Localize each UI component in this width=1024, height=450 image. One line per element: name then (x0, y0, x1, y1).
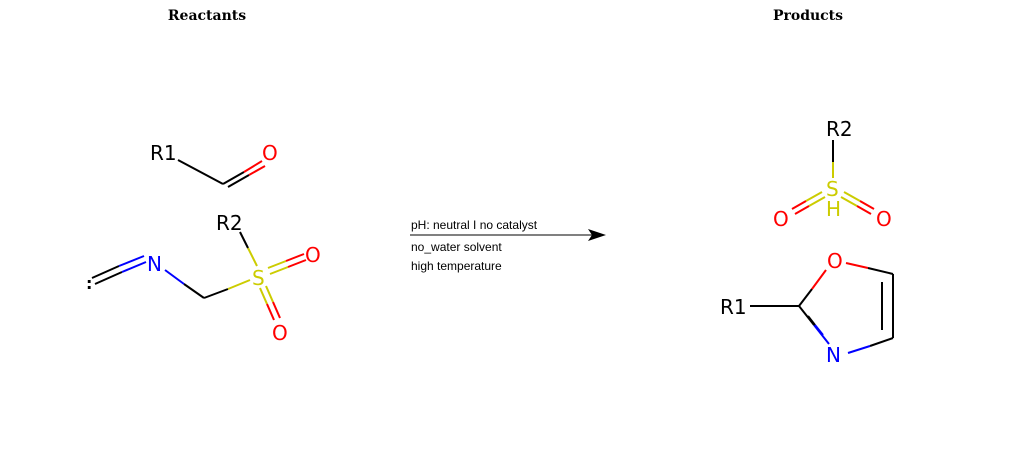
bond-s-o-right2-rb (856, 205, 872, 215)
bond-r1-c (177, 159, 224, 185)
bond-s-r2 (239, 231, 249, 249)
bond-s-o-right2-ya (843, 191, 861, 202)
atom-sulfur: S (252, 266, 265, 290)
product-oxazole: R1 O N (720, 249, 894, 367)
atom-oxygen-right: O (305, 243, 321, 267)
atom-r2: R2 (216, 211, 243, 235)
reaction-arrow-group: pH: neutral I no catalyst no_water solve… (410, 218, 606, 273)
bond-s-o-bottom-ya (259, 287, 268, 305)
atom-sulfur-product: S (826, 177, 839, 201)
bond-c-n-a (94, 271, 123, 285)
atom-oxygen-right-product: O (876, 207, 892, 231)
bond-n-ch2 (183, 283, 205, 299)
bond-n3-c2-inner-black (807, 315, 816, 326)
bond-s-o-left-rb (794, 205, 810, 215)
atom-nitrogen-ring: N (826, 343, 841, 367)
bond-s-o-right-ra (285, 253, 305, 262)
bond-c-o-red-a (243, 160, 263, 173)
reactant-aldehyde: R1 O (150, 141, 278, 188)
bond-c-n-blue-a (121, 261, 147, 273)
bond-s-o-right2-ra (859, 200, 875, 210)
bond-c2-o1-red (811, 269, 827, 290)
bond-s-r2-yellow (247, 247, 258, 267)
reactants-heading: Reactants (167, 8, 247, 24)
bond-ch2-s-yellow (227, 279, 251, 290)
condition-temperature: high temperature (411, 259, 502, 273)
product-sulfinic: R2 S H O O (773, 117, 892, 231)
atom-oxygen: O (262, 141, 278, 165)
bond-s-o-bottom-rb (272, 301, 281, 319)
condition-solvent: no_water solvent (411, 240, 502, 254)
atom-oxygen-ring: O (827, 249, 843, 273)
bond-c2-o1-black (798, 288, 813, 307)
bond-c-n-blue-b (118, 255, 145, 267)
bond-s-o-right-rb (287, 259, 307, 268)
reaction-arrow-head (588, 229, 606, 241)
bond-s-o-right-yb (269, 266, 289, 275)
bond-s-o-right-ya (267, 260, 287, 269)
bond-n-ch2-blue (164, 269, 185, 285)
bond-c-o-a (222, 171, 245, 185)
bond-s-o-left-yb (808, 196, 826, 207)
bond-o1-c5-black (867, 267, 894, 275)
atom-r1: R1 (150, 141, 177, 165)
bond-c-n-b (91, 265, 120, 279)
atom-r2-product: R2 (826, 117, 853, 141)
products-heading: Products (772, 8, 844, 24)
bond-n3-c2-inner-blue (814, 324, 824, 336)
atom-r1-product: R1 (720, 295, 747, 319)
bond-s-o-bottom-ra (266, 303, 275, 321)
atom-nitrogen: N (147, 252, 162, 276)
bond-s-o-left-ya (805, 191, 823, 202)
atom-oxygen-left-product: O (773, 207, 789, 231)
atom-oxygen-bottom: O (272, 321, 288, 345)
bond-s-o-left-ra (791, 200, 807, 210)
atom-radical: : (86, 274, 92, 293)
atom-hydrogen: H (826, 197, 841, 221)
condition-ph-catalyst: pH: neutral I no catalyst (411, 218, 538, 232)
bond-s-o-bottom-yb (265, 285, 274, 303)
bond-c-o-b (227, 174, 250, 188)
bond-c4-n3-blue (847, 345, 871, 354)
bond-o1-c5-red (845, 262, 869, 269)
reactant-isocyanide-sulfone: : N S R2 O O (86, 211, 321, 345)
bond-c-o-red-b (248, 165, 266, 176)
bond-ch2-s (203, 288, 229, 299)
bond-c4-n3-black (869, 337, 894, 347)
bond-s-o-right2-yb (840, 196, 858, 207)
